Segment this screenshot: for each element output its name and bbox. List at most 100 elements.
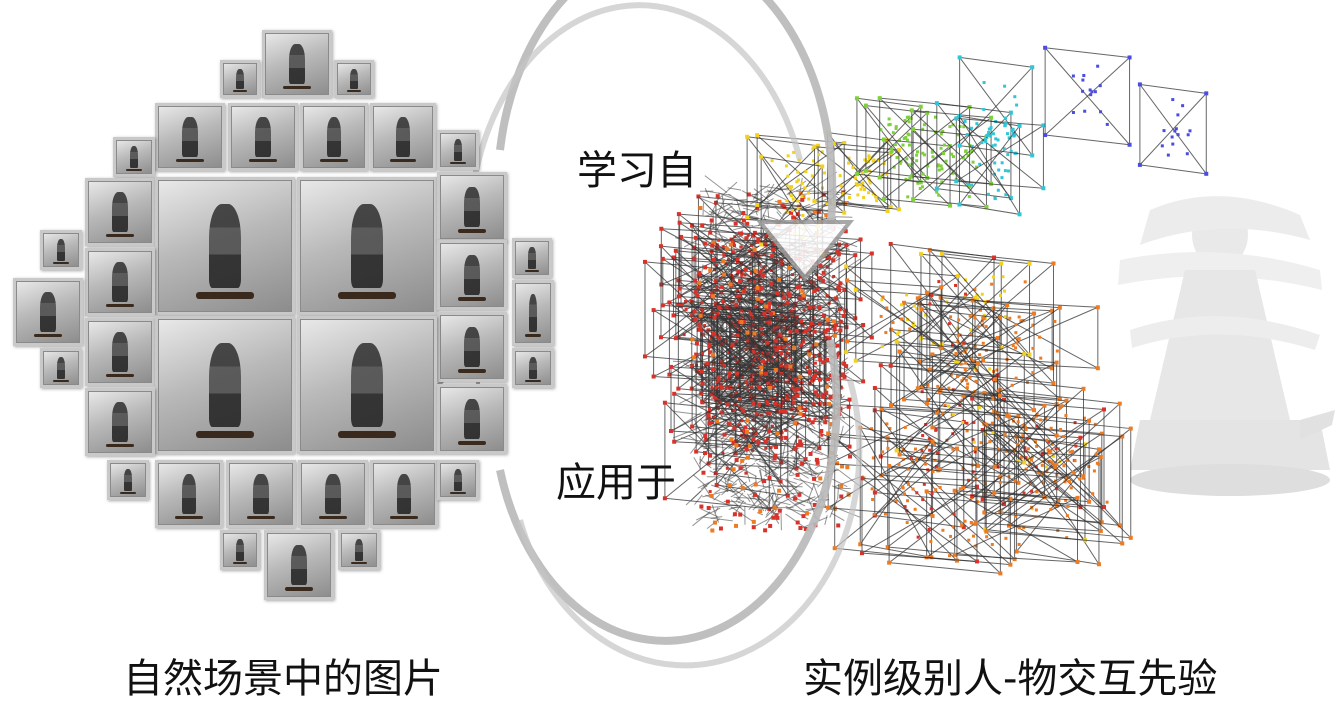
skater-figure [112, 332, 128, 372]
wireframe-box [992, 409, 1092, 504]
skateboard [390, 515, 418, 519]
skateboard-photo-thumbnail [437, 130, 479, 170]
skateboard [53, 379, 69, 382]
skateboard [318, 515, 348, 519]
skater-figure [235, 68, 245, 90]
skateboard-photo-thumbnail [85, 388, 155, 456]
skater-figure [56, 239, 66, 261]
skater-figure [182, 117, 198, 157]
skateboard-photo-thumbnail [512, 238, 552, 278]
skateboard [126, 168, 142, 171]
skater-figure [56, 357, 66, 379]
skater-figure [349, 68, 359, 90]
wireframe-box [858, 425, 934, 560]
skater-figure [453, 469, 463, 491]
apply-to-label: 应用于 [556, 460, 676, 506]
skater-figure [112, 192, 128, 232]
skateboard [284, 587, 314, 591]
skateboard-photo-thumbnail [220, 60, 260, 98]
skateboard [33, 333, 63, 337]
skater-figure [528, 293, 538, 333]
wireframe-box [832, 434, 959, 563]
skateboard-photo-thumbnail [155, 177, 295, 315]
skateboard [105, 373, 135, 377]
wireframe-box [860, 476, 979, 564]
skateboard [105, 443, 135, 447]
skateboard [457, 441, 487, 445]
skater-figure [325, 474, 341, 514]
skater-figure [395, 117, 411, 157]
skater-figure [235, 539, 245, 561]
skateboard-photo-thumbnail [226, 460, 296, 528]
skater-figure [396, 474, 412, 514]
skateboard [105, 233, 135, 237]
skater-figure [453, 139, 463, 161]
skateboard [346, 90, 362, 92]
wireframe-box [887, 463, 1003, 576]
skateboard-photo-thumbnail [437, 172, 507, 242]
skateboard [53, 261, 69, 264]
skater-figure [40, 292, 56, 332]
skateboard-photo-thumbnail [113, 137, 155, 177]
wireframe-box [1007, 414, 1133, 540]
skateboard [351, 561, 367, 564]
skateboard [320, 158, 348, 162]
skateboard [195, 431, 255, 438]
skateboard [175, 158, 205, 162]
skateboard-photo-thumbnail [228, 103, 298, 171]
skateboard-photo-thumbnail [262, 30, 332, 98]
skateboard [457, 229, 487, 233]
skater-figure [350, 203, 384, 289]
wireframe-box [826, 431, 935, 519]
skater-figure [123, 469, 133, 491]
skateboard [525, 334, 541, 337]
wireframe-box [897, 349, 981, 468]
skateboard-photo-thumbnail [264, 530, 334, 600]
skateboard [232, 90, 248, 92]
skateboard-photo-thumbnail [298, 460, 368, 528]
skater-figure [291, 544, 307, 586]
skateboard-photo-thumbnail [85, 318, 155, 386]
skater-figure [464, 398, 480, 440]
skateboard-photo-thumbnail [512, 280, 554, 346]
wireframe-box [934, 101, 1013, 201]
wireframe-box [845, 278, 944, 351]
skateboard [337, 431, 397, 438]
skateboard-photo-thumbnail [13, 278, 83, 346]
wireframe-box [939, 251, 1032, 357]
skateboard [450, 491, 466, 494]
skater-figure [464, 254, 480, 296]
wireframe-box [1043, 45, 1132, 147]
skateboard-photo-thumbnail [85, 178, 155, 246]
skater-figure [464, 186, 480, 228]
skateboard [389, 158, 417, 162]
wireframe-box [973, 446, 1103, 534]
skateboard-photo-thumbnail [437, 240, 507, 310]
skateboard-photo-thumbnail [297, 177, 437, 315]
skateboard [248, 158, 278, 162]
skateboard [524, 269, 540, 272]
skater-figure [112, 402, 128, 442]
skater-figure [527, 247, 537, 269]
skateboard [450, 161, 466, 164]
wireframe-box [1137, 82, 1209, 176]
skateboard-photo-thumbnail [370, 103, 436, 171]
skateboard-photo-thumbnail [300, 103, 368, 171]
skateboard-photo-thumbnail [40, 348, 82, 388]
skateboard-photo-thumbnail [107, 460, 149, 500]
skater-figure [326, 117, 342, 157]
skateboard [337, 292, 397, 299]
skateboard-photo-thumbnail [155, 316, 295, 454]
wireframe-box [745, 134, 821, 229]
skater-figure [181, 474, 197, 514]
skater-figure [354, 539, 364, 561]
skateboard [457, 297, 487, 301]
multi-pose-human-figure-icon [1118, 196, 1335, 496]
skateboard [525, 379, 541, 382]
skateboard [282, 85, 312, 89]
wireframe-box [924, 290, 1010, 418]
skater-figure [112, 262, 128, 302]
learn-from-label: 学习自 [577, 148, 697, 194]
left-caption: 自然场景中的图片 [123, 656, 443, 702]
